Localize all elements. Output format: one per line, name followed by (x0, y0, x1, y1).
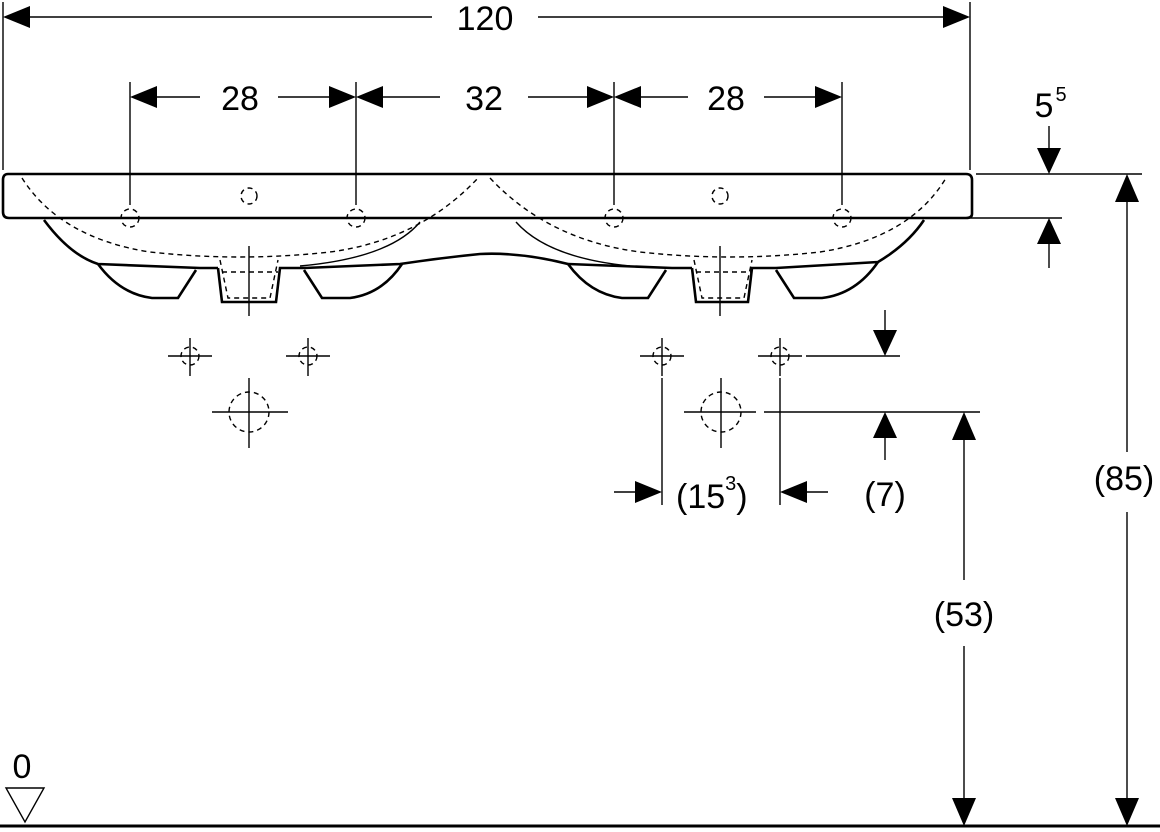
dimension-drain-offset: (7) (764, 310, 980, 514)
dimension-drain-height: (53) (934, 412, 994, 826)
total-height-label: (85) (1094, 460, 1154, 498)
drain-height-label: (53) (934, 596, 994, 634)
spacing-left-label: 28 (221, 80, 259, 118)
rim-thickness-superscript: 5 (1055, 84, 1066, 106)
dimension-overall-width: 120 (2, 0, 971, 170)
dimension-drain-spacing: (153) (614, 378, 828, 516)
floor-level-label: 0 (13, 748, 32, 786)
wall-connection-points (168, 338, 802, 448)
overall-width-label: 120 (457, 0, 514, 38)
drain-spacing-label: (153) (676, 473, 748, 516)
drain-offset-label: (7) (864, 476, 906, 514)
floor-level-triangle-icon (4, 787, 46, 824)
rim-thickness-label: 5 (1035, 87, 1054, 125)
floor-reference: 0 (0, 748, 1160, 828)
tap-holes (116, 187, 856, 228)
spacing-right-label: 28 (707, 80, 745, 118)
washbasin-outline (1, 172, 974, 316)
dimension-hole-spacing: 28 32 28 (129, 80, 843, 205)
dimension-rim-thickness: 5 5 (864, 84, 1142, 268)
spacing-middle-label: 32 (465, 80, 503, 118)
dimension-total-height: (85) (1094, 174, 1154, 826)
